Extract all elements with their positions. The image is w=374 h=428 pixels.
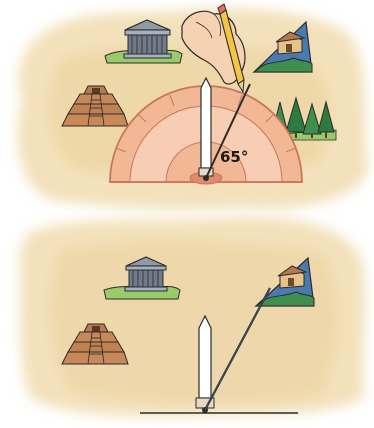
paper-wash-bottom bbox=[19, 217, 365, 416]
top-panel: 65° bbox=[18, 4, 368, 209]
angle-label: 65° bbox=[220, 148, 248, 166]
bottom-panel bbox=[19, 217, 365, 416]
